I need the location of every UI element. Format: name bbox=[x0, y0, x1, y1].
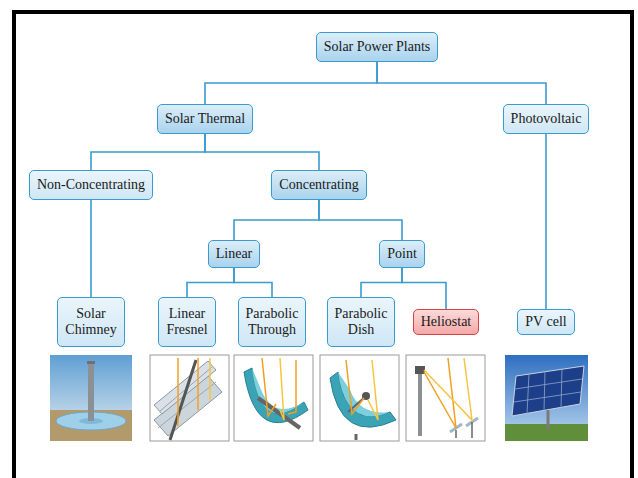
tree-connector bbox=[187, 268, 234, 297]
category-box: Non-Concentrating bbox=[29, 170, 153, 200]
tree-connector bbox=[319, 200, 402, 240]
mirror-stand bbox=[471, 422, 473, 438]
node-label: Linear bbox=[216, 246, 253, 262]
sun-ray bbox=[209, 358, 211, 400]
tree-connector bbox=[234, 268, 272, 297]
tree-connector bbox=[90, 200, 92, 297]
node-label: Linear Fresnel bbox=[166, 306, 207, 338]
category-box: Solar Thermal bbox=[157, 104, 253, 134]
panel-grid bbox=[514, 369, 582, 415]
tower bbox=[418, 372, 422, 436]
pv-panel-picture bbox=[505, 355, 588, 441]
technology-box: Parabolic Dish bbox=[327, 297, 396, 347]
tree-connector bbox=[361, 268, 402, 297]
category-box: Point bbox=[379, 240, 425, 268]
node-label: Point bbox=[387, 246, 417, 262]
panel-post bbox=[547, 410, 550, 430]
technology-box: Solar Chimney bbox=[57, 297, 124, 347]
sun-ray bbox=[424, 358, 456, 428]
sky bbox=[50, 355, 132, 441]
category-box: Photovoltaic bbox=[503, 104, 590, 134]
technology-box: Linear Fresnel bbox=[158, 297, 215, 347]
node-label: Parabolic Through bbox=[246, 306, 299, 338]
picture-frame bbox=[234, 355, 313, 441]
linear-fresnel-picture bbox=[150, 355, 229, 441]
solar-chimney-picture bbox=[50, 355, 132, 441]
trough-mirror bbox=[244, 368, 308, 423]
node-label: Photovoltaic bbox=[511, 111, 582, 127]
technology-box: Parabolic Through bbox=[238, 297, 307, 347]
dish-stand bbox=[355, 434, 358, 440]
tower-top bbox=[87, 361, 95, 364]
sun-ray bbox=[368, 360, 378, 420]
node-label: Solar Power Plants bbox=[324, 39, 431, 55]
tree-connector bbox=[205, 62, 377, 104]
solar-panel bbox=[512, 366, 584, 416]
highlighted-box: Heliostat bbox=[413, 309, 480, 335]
node-label: Concentrating bbox=[279, 177, 358, 193]
sun-ray bbox=[197, 358, 199, 410]
sun-ray bbox=[346, 360, 364, 414]
node-label: Solar Chimney bbox=[65, 306, 116, 338]
tree-connector bbox=[91, 134, 205, 170]
tower bbox=[88, 362, 94, 421]
sun-ray bbox=[177, 358, 179, 426]
tree-connector bbox=[205, 134, 319, 170]
heliostat-picture bbox=[406, 355, 485, 441]
sun-ray bbox=[262, 358, 276, 416]
technology-box: PV cell bbox=[517, 309, 574, 335]
node-label: Parabolic Dish bbox=[335, 306, 388, 338]
root-box: Solar Power Plants bbox=[316, 32, 439, 62]
receiver-tube bbox=[170, 360, 196, 440]
sun-ray bbox=[280, 358, 284, 420]
tree-connector bbox=[402, 268, 446, 309]
sky bbox=[505, 355, 588, 441]
category-box: Concentrating bbox=[271, 170, 366, 200]
node-label: Solar Thermal bbox=[165, 111, 245, 127]
tree-connector bbox=[377, 62, 546, 104]
mirror-stand bbox=[455, 430, 457, 438]
parabolic-dish-picture bbox=[320, 355, 399, 441]
picture-frame bbox=[406, 355, 485, 441]
page-frame bbox=[14, 12, 632, 478]
tree-connector bbox=[545, 134, 547, 309]
node-label: Non-Concentrating bbox=[37, 177, 145, 193]
picture-frame bbox=[150, 355, 229, 441]
parabolic-trough-picture bbox=[234, 355, 313, 441]
dish-shine bbox=[338, 372, 390, 416]
tree-connector bbox=[234, 200, 319, 240]
sun-ray bbox=[424, 358, 472, 420]
category-box: Linear bbox=[208, 240, 261, 268]
picture-frame bbox=[320, 355, 399, 441]
node-label: Heliostat bbox=[421, 314, 472, 330]
sun-ray bbox=[288, 360, 296, 414]
node-label: PV cell bbox=[525, 314, 566, 330]
tower-receiver bbox=[415, 366, 425, 374]
